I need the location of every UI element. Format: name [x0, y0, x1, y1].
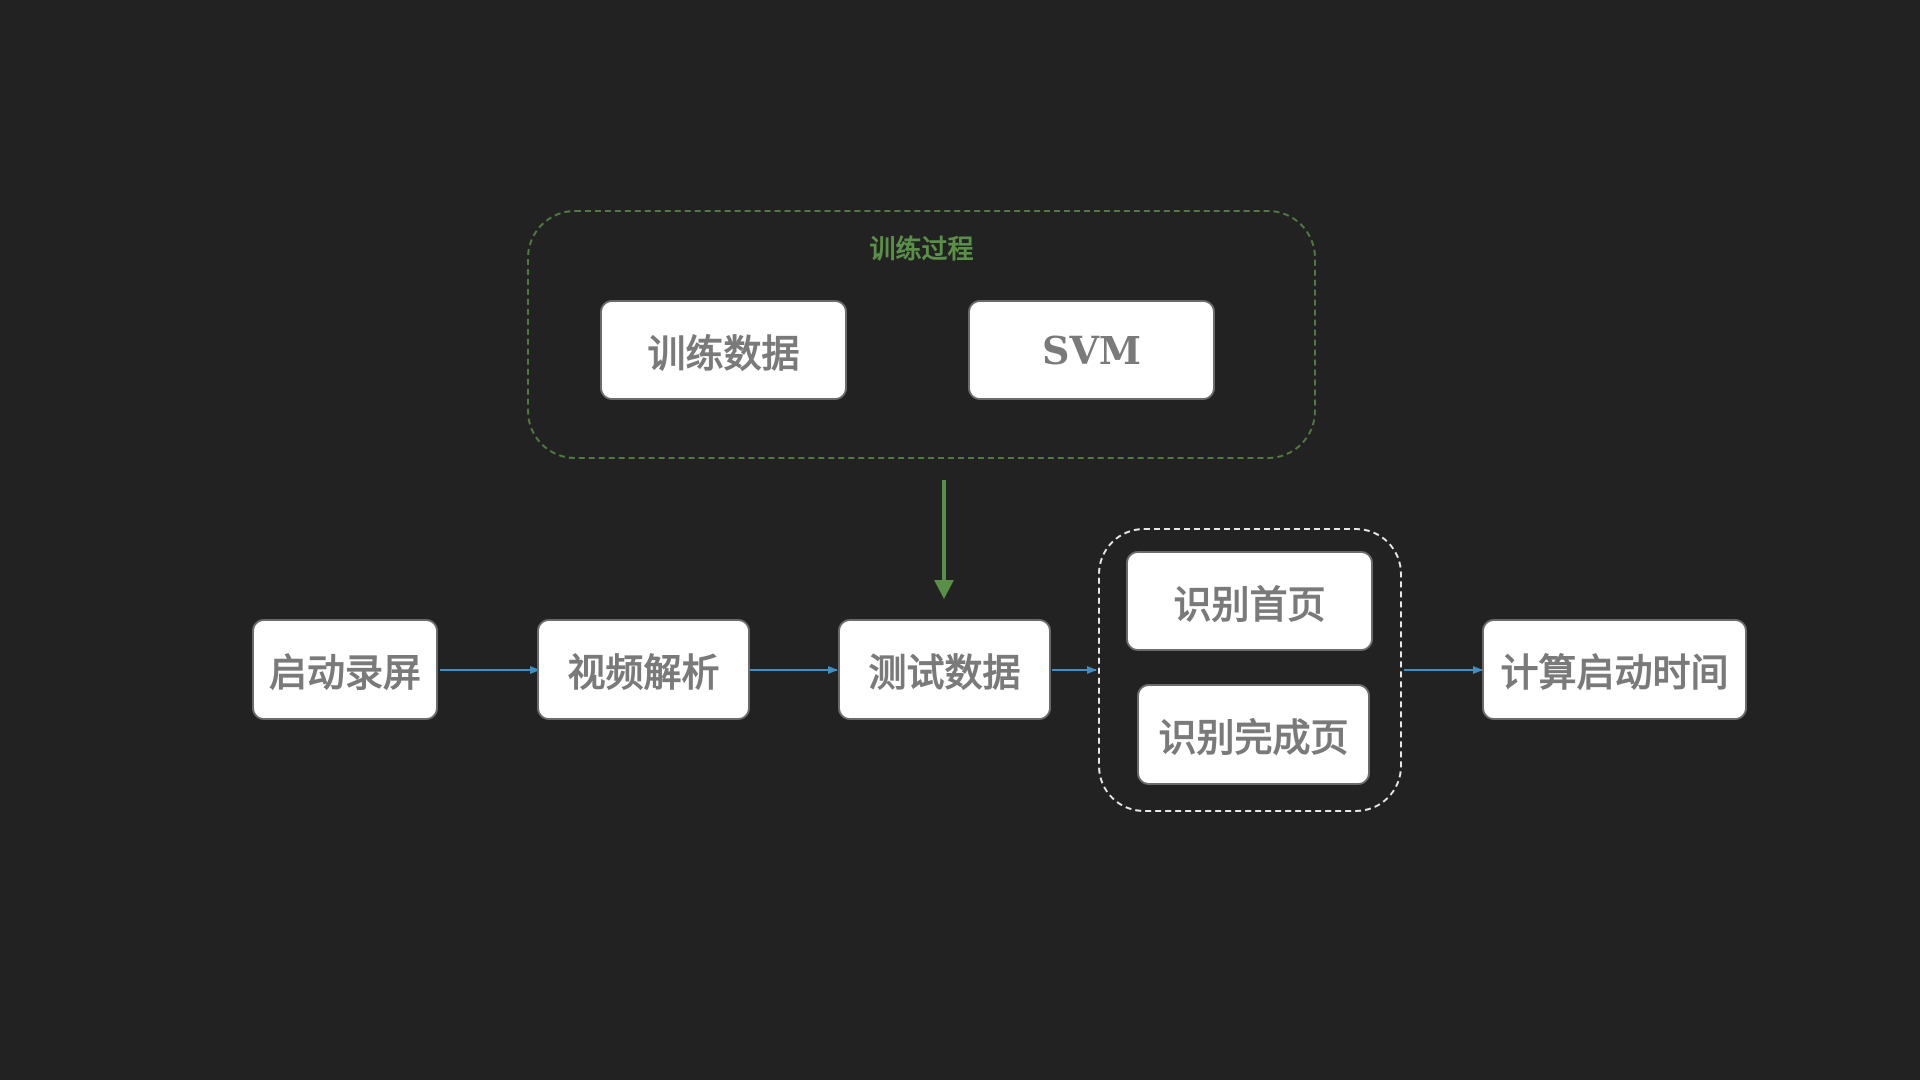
node-video-parsing: 视频解析 [537, 619, 750, 720]
node-test-data: 测试数据 [838, 619, 1051, 720]
node-compute-startup-time: 计算启动时间 [1482, 619, 1747, 720]
node-recognize-home-page: 识别首页 [1126, 551, 1373, 651]
node-start-recording: 启动录屏 [252, 619, 438, 720]
node-training-data: 训练数据 [600, 300, 847, 400]
node-svm: SVM [968, 300, 1215, 400]
recognition-group [1098, 528, 1402, 812]
training-group [527, 210, 1316, 459]
node-recognize-complete-page: 识别完成页 [1137, 684, 1370, 785]
edge-training-to-test-data [934, 480, 954, 599]
training-group-title: 训练过程 [869, 235, 974, 265]
